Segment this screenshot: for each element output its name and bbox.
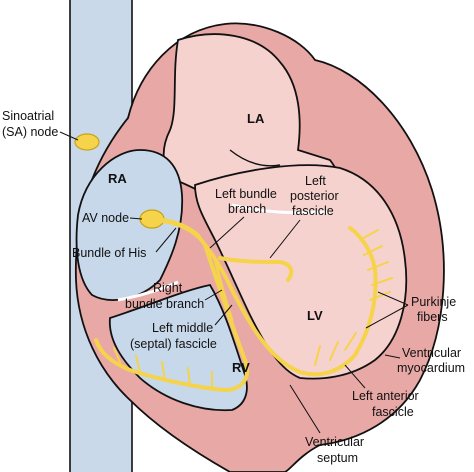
left-ventricle: [194, 164, 408, 380]
purkinje-fiber-1: [359, 229, 393, 301]
sa-node: [74, 133, 100, 151]
label-right-bundle-1: Right: [153, 281, 183, 295]
leader-av-node: [129, 217, 143, 220]
label-lv: LV: [307, 308, 323, 323]
tricuspid-valve: [117, 280, 179, 302]
label-ra: RA: [108, 171, 127, 186]
label-left-anterior-2: fascicle: [372, 405, 414, 419]
leader-purkinje-b: [365, 304, 409, 329]
label-left-bundle-1: Left bundle: [215, 187, 277, 201]
label-ventricular-myocardium-2: myocardium: [397, 361, 465, 375]
leader-ventricular-myocardium: [384, 354, 401, 359]
mitral-valve: [231, 203, 331, 215]
aortic-valve-notch: [229, 149, 281, 167]
label-ventricular-septum-1: Ventricular: [305, 435, 364, 449]
purkinje-fiber-2: [314, 332, 357, 366]
leader-left-posterior: [269, 219, 301, 259]
label-purkinje-1: Purkinje: [411, 295, 456, 309]
label-ventricular-septum-2: septum: [317, 451, 358, 465]
label-left-middle-2: (septal) fascicle: [130, 337, 217, 351]
label-bundle-of-his: Bundle of His: [72, 246, 146, 260]
label-sa-node-2: (SA) node: [2, 125, 58, 139]
label-purkinje-2: fibers: [417, 310, 448, 324]
leader-left-middle: [214, 304, 233, 326]
label-av-node: AV node: [82, 211, 129, 225]
leader-left-bundle: [209, 216, 245, 249]
leader-bundle-of-his: [155, 227, 177, 253]
label-ventricular-myocardium-1: Ventricular: [402, 346, 461, 360]
label-left-bundle-2: branch: [228, 202, 266, 216]
label-sa-node-1: Sinoatrial: [2, 109, 54, 123]
leader-ventricular-septum: [289, 384, 321, 434]
right-bundle-branch-path: [94, 243, 249, 392]
label-la: LA: [247, 111, 265, 126]
bundle-of-his-path: [157, 217, 201, 239]
left-posterior-fascicle-path: [218, 256, 294, 282]
label-rv: RV: [232, 360, 250, 375]
label-left-posterior-3: fascicle: [292, 204, 334, 218]
right-atrium: [75, 149, 184, 301]
label-left-posterior-1: Left: [305, 174, 326, 188]
leader-sa-node: [59, 131, 79, 141]
label-left-middle-1: Left middle: [152, 321, 213, 335]
purkinje-fiber-3: [113, 347, 213, 391]
left-anterior-fascicle-path: [348, 226, 378, 357]
leader-left-anterior: [344, 364, 366, 389]
label-left-posterior-2: posterior: [290, 189, 339, 203]
label-right-bundle-2: bundle branch: [125, 297, 204, 311]
conduction-system: [94, 217, 393, 392]
label-left-anterior-1: Left anterior: [352, 389, 419, 403]
leader-right-bundle: [204, 289, 223, 301]
leader-purkinje-a: [377, 291, 409, 306]
